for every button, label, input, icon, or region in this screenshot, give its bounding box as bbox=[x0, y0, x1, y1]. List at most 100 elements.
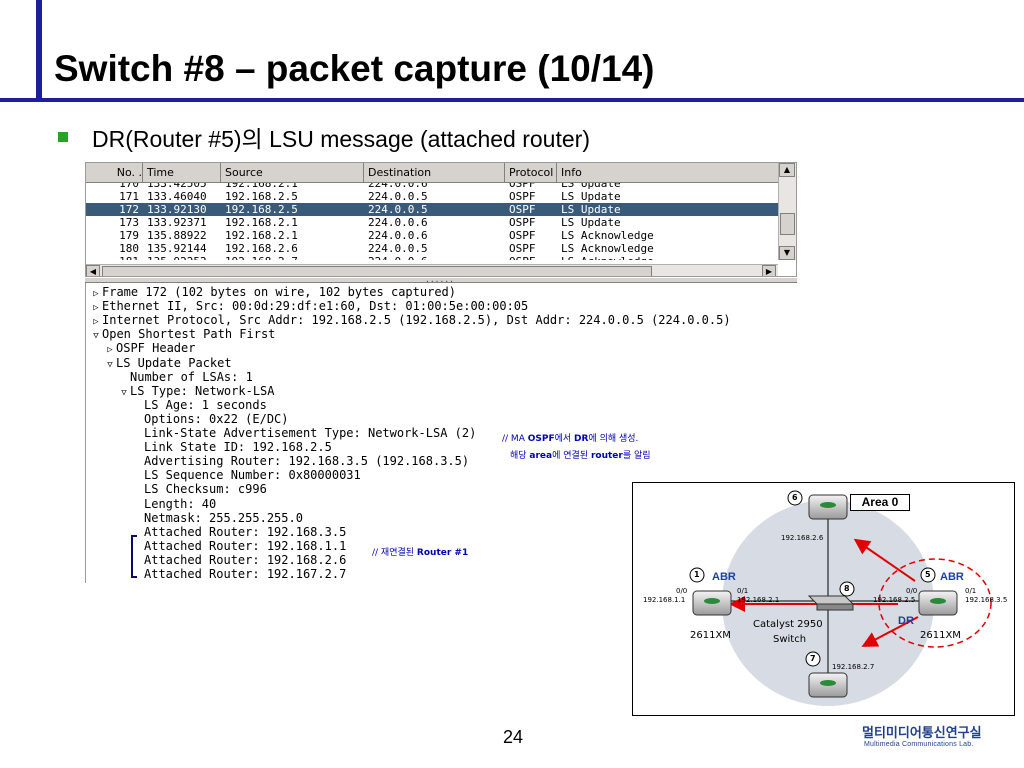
tree-node[interactable]: Number of LSAs: 1 bbox=[118, 370, 253, 384]
port-r5-0: 0/0 bbox=[906, 587, 918, 595]
switch-label-model: Catalyst 2950 bbox=[753, 619, 823, 630]
packet-cell-no: 172 bbox=[119, 203, 139, 216]
annotation-area-routers: 해당 area에 연결된 router를 알림 bbox=[510, 451, 651, 461]
tree-node[interactable]: Length: 40 bbox=[132, 497, 216, 511]
tree-node-label: LS Age: 1 seconds bbox=[144, 397, 267, 412]
tree-node-label: Open Shortest Path First bbox=[102, 327, 276, 342]
tree-node[interactable]: Attached Router: 192.168.2.6 bbox=[132, 553, 346, 567]
tree-node-label: Netmask: 255.255.255.0 bbox=[144, 510, 303, 525]
tree-node[interactable]: ▽Open Shortest Path First bbox=[90, 327, 275, 341]
tree-node[interactable]: LS Checksum: c996 bbox=[132, 482, 267, 496]
node-5-label: 5 bbox=[925, 570, 931, 579]
ip-router-7: 192.168.2.7 bbox=[832, 663, 875, 671]
collapse-arrow-icon[interactable]: ▽ bbox=[121, 387, 127, 398]
node-1-label: 1 bbox=[694, 570, 700, 579]
tree-node-label: Attached Router: 192.168.1.1 bbox=[144, 538, 347, 553]
packet-cell-destination: 224.0.0.6 bbox=[368, 216, 428, 229]
expand-arrow-icon[interactable]: ▷ bbox=[93, 289, 99, 299]
tree-node-label: OSPF Header bbox=[116, 341, 196, 356]
packet-cell-info: LS Update bbox=[561, 190, 621, 203]
packet-cell-source: 192.168.2.7 bbox=[221, 255, 364, 260]
expand-arrow-icon[interactable]: ▷ bbox=[93, 317, 99, 328]
horizontal-scroll-thumb[interactable] bbox=[102, 266, 652, 276]
scroll-down-arrow-icon[interactable]: ▼ bbox=[779, 246, 795, 260]
right-router-model: 2611XM bbox=[920, 630, 961, 641]
packet-cell-source: 192.168.2.5 bbox=[225, 190, 298, 203]
ip-router-6: 192.168.2.6 bbox=[781, 534, 824, 542]
packet-list-horizontal-scrollbar[interactable]: ◀ ▶ bbox=[86, 264, 778, 276]
ip-router-5-1: 192.168.3.5 bbox=[965, 596, 1008, 604]
tree-node[interactable]: ▷OSPF Header bbox=[104, 341, 195, 355]
packet-cell-no: 180 bbox=[119, 242, 139, 255]
packet-cell-source: 192.168.2.5 bbox=[225, 203, 298, 216]
tree-node[interactable]: ▷Ethernet II, Src: 00:0d:29:df:e1:60, Ds… bbox=[90, 299, 528, 313]
packet-cell-protocol: OSPF bbox=[505, 255, 557, 260]
router-6-icon bbox=[808, 494, 848, 520]
expand-arrow-icon[interactable]: ▷ bbox=[93, 303, 99, 314]
column-header-no[interactable]: No. . bbox=[86, 163, 143, 182]
tree-node-label: Internet Protocol, Src Addr: 192.168.2.5… bbox=[102, 313, 731, 328]
packet-detail-pane[interactable]: ▷Frame 172 (102 bytes on wire, 102 bytes… bbox=[85, 283, 797, 583]
tree-node-label: LS Sequence Number: 0x80000031 bbox=[144, 468, 361, 483]
packet-cell-info: LS Update bbox=[561, 203, 621, 216]
collapse-arrow-icon[interactable]: ▽ bbox=[93, 331, 99, 342]
packet-cell-time: 135.88922 bbox=[147, 229, 207, 242]
node-6-label: 6 bbox=[792, 493, 798, 502]
scroll-up-arrow-icon[interactable]: ▲ bbox=[779, 163, 795, 177]
tree-node[interactable]: Options: 0x22 (E/DC) bbox=[132, 412, 289, 426]
tree-node-label: Length: 40 bbox=[144, 496, 217, 511]
tree-node[interactable]: ▷Frame 172 (102 bytes on wire, 102 bytes… bbox=[90, 285, 456, 299]
dr-highlight-circle bbox=[878, 558, 992, 648]
tree-node-label: Number of LSAs: 1 bbox=[130, 369, 253, 384]
tree-node[interactable]: ▽LS Type: Network-LSA bbox=[118, 384, 274, 398]
lab-logo-english: Multimedia Communications Lab. bbox=[864, 741, 974, 748]
left-router-model: 2611XM bbox=[690, 630, 731, 641]
title-accent-bar bbox=[36, 0, 42, 100]
collapse-arrow-icon[interactable]: ▽ bbox=[107, 359, 113, 370]
tree-node[interactable]: Advertising Router: 192.168.3.5 (192.168… bbox=[132, 454, 469, 468]
tree-node[interactable]: Attached Router: 192.168.1.1 bbox=[132, 539, 346, 553]
tree-node[interactable]: Link-State Advertisement Type: Network-L… bbox=[132, 426, 476, 440]
splitter-grip-icon[interactable]: ...... bbox=[425, 275, 454, 284]
tree-node[interactable]: ▷Internet Protocol, Src Addr: 192.168.2.… bbox=[90, 313, 731, 328]
scroll-left-arrow-icon[interactable]: ◀ bbox=[86, 265, 100, 276]
packet-cell-source: 192.168.2.6 bbox=[225, 242, 298, 255]
column-header-info[interactable]: Info bbox=[561, 166, 582, 179]
column-header-destination[interactable]: Destination bbox=[364, 163, 505, 182]
tree-node[interactable]: ▽LS Update Packet bbox=[104, 356, 231, 370]
vertical-scroll-thumb[interactable] bbox=[780, 213, 795, 235]
annotation-reconnected-router: // 재연결된 Router #1 bbox=[372, 548, 469, 558]
annotation-ma-ospf: // MA OSPF에서 DR에 의해 생성. bbox=[502, 434, 639, 444]
router-5-icon bbox=[918, 590, 958, 616]
packet-cell-protocol: OSPF bbox=[509, 229, 536, 242]
tree-node[interactable]: Attached Router: 192.168.3.5 bbox=[132, 525, 346, 539]
tree-node-label: Link State ID: 192.168.2.5 bbox=[144, 440, 332, 455]
scroll-right-arrow-icon[interactable]: ▶ bbox=[762, 265, 776, 276]
port-r5-1: 0/1 bbox=[965, 587, 977, 595]
pane-splitter[interactable]: ...... bbox=[85, 275, 797, 284]
tree-node[interactable]: LS Sequence Number: 0x80000031 bbox=[132, 468, 361, 482]
packet-cell-info: LS Acknowledge bbox=[557, 255, 778, 260]
lab-logo-korean: 멀티미디어통신연구실 bbox=[862, 726, 982, 741]
expand-arrow-icon[interactable]: ▷ bbox=[107, 345, 113, 356]
tree-node[interactable]: Attached Router: 192.167.2.7 bbox=[132, 567, 346, 581]
bullet-marker bbox=[58, 132, 68, 142]
tree-node[interactable]: Link State ID: 192.168.2.5 bbox=[132, 440, 332, 454]
packet-list-vertical-scrollbar[interactable]: ▲ ▼ bbox=[778, 163, 796, 260]
packet-cell-info: LS Update bbox=[561, 216, 621, 229]
column-header-time[interactable]: Time bbox=[143, 163, 221, 182]
tree-node[interactable]: Netmask: 255.255.255.0 bbox=[132, 511, 303, 525]
column-header-protocol[interactable]: Protocol bbox=[505, 163, 557, 182]
column-header-source[interactable]: Source bbox=[221, 163, 364, 182]
attached-router-bracket bbox=[131, 535, 137, 578]
title-rule bbox=[0, 98, 1024, 102]
tree-node[interactable]: LS Age: 1 seconds bbox=[132, 398, 267, 412]
